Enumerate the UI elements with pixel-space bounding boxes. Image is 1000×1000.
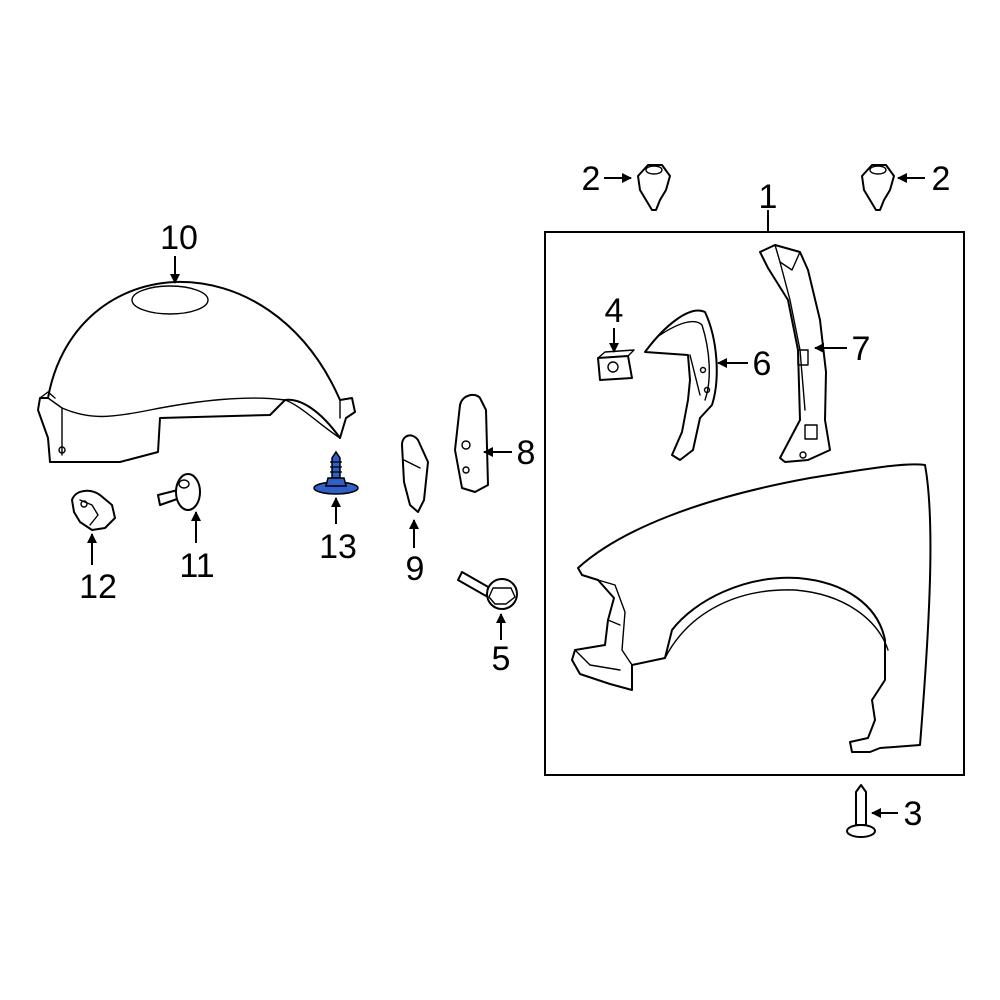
leader-lines (87, 173, 925, 818)
callout-3: 3 (904, 795, 923, 833)
callout-9: 9 (406, 550, 425, 588)
part-11-push-pin[interactable] (157, 473, 201, 511)
assembly-box (544, 231, 965, 776)
part-12-clip[interactable] (71, 489, 116, 531)
callout-12: 12 (79, 568, 117, 606)
callout-2-left: 2 (582, 160, 601, 198)
callout-5: 5 (492, 640, 511, 678)
callout-13: 13 (319, 528, 357, 566)
part-6-reinforcement[interactable] (644, 309, 718, 461)
part-3-bolt[interactable] (846, 784, 876, 838)
part-7-vertical-bracket[interactable] (759, 244, 831, 463)
part-4-nut[interactable] (597, 349, 635, 381)
callout-11: 11 (179, 547, 214, 585)
callout-1: 1 (759, 178, 778, 216)
callout-2-right: 2 (932, 160, 951, 198)
part-9-seal[interactable] (401, 434, 429, 513)
part-8-bracket[interactable] (454, 393, 489, 493)
callout-4: 4 (605, 292, 624, 330)
callout-10: 10 (160, 219, 198, 257)
callout-6: 6 (753, 345, 772, 383)
callout-8: 8 (517, 434, 536, 472)
part-13-fastener-highlighted[interactable] (313, 450, 359, 495)
part-2-clip-right[interactable] (861, 164, 895, 211)
part-5-bolt[interactable] (457, 571, 518, 610)
part-2-clip-left[interactable] (637, 164, 671, 211)
part-1-front-fender[interactable] (571, 463, 932, 753)
callout-7: 7 (852, 330, 871, 368)
part-10-fender-liner[interactable] (37, 280, 356, 463)
